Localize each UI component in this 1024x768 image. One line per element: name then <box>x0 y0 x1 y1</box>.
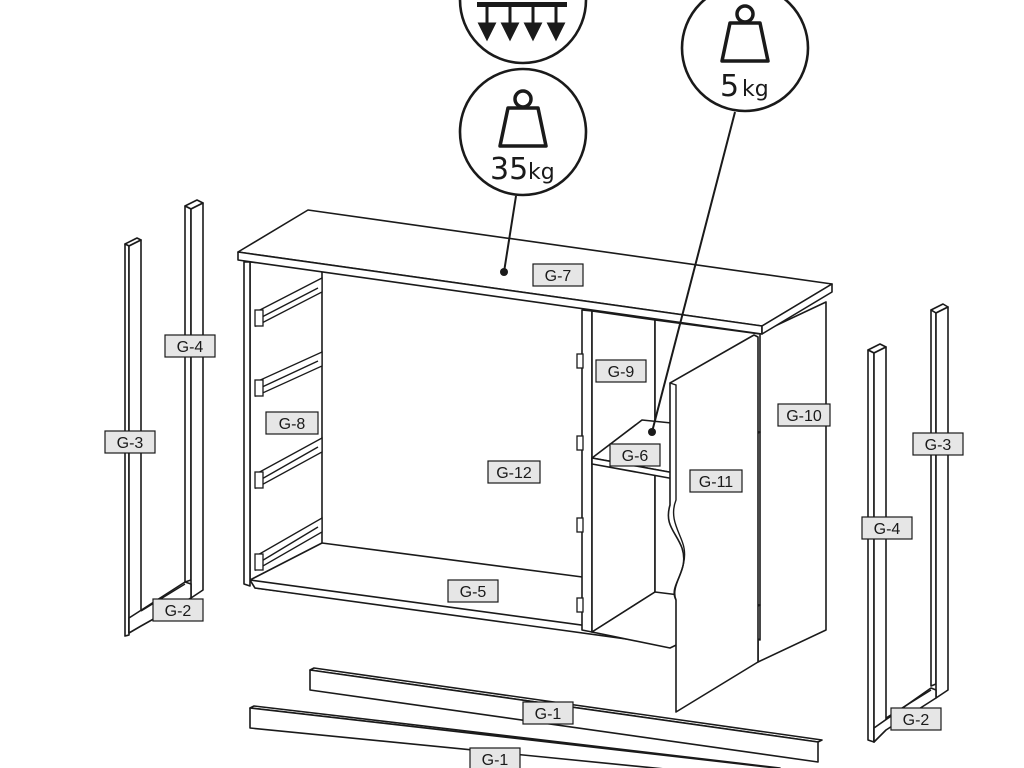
svg-text:G-3: G-3 <box>925 437 952 454</box>
right-leg-g4-front <box>867 349 875 743</box>
left-front-edge <box>243 261 251 587</box>
part-label-g1-upper: G-1 <box>522 701 574 725</box>
svg-text:G-5: G-5 <box>460 584 487 601</box>
leader-line-shelf <box>651 111 736 433</box>
door-g11 <box>667 334 759 713</box>
right-leg-g3-side <box>935 306 949 699</box>
svg-text:G-1: G-1 <box>482 752 509 768</box>
part-labels: G-7 G-4 G-3 G-8 G-9 G-10 G-6 G-12 <box>104 263 964 768</box>
part-label-g11: G-11 <box>689 469 743 493</box>
distributed-load-icon <box>477 2 567 42</box>
svg-text:G-4: G-4 <box>874 521 901 538</box>
leader-dot-shelf <box>648 428 656 436</box>
shelf-load-value: 5 <box>720 69 739 104</box>
svg-text:G-6: G-6 <box>622 448 649 465</box>
part-label-g1-lower: G-1 <box>469 747 521 768</box>
part-label-g2-left: G-2 <box>152 598 204 622</box>
svg-text:G-8: G-8 <box>279 416 306 433</box>
distributed-load-badge <box>458 0 588 65</box>
plinth-rail-g1-lower-face <box>249 707 777 768</box>
leader-line-top <box>503 195 517 273</box>
left-leg-g4-side <box>190 202 204 599</box>
right-leg-g4-side <box>873 346 887 743</box>
svg-text:G-10: G-10 <box>786 408 822 425</box>
left-frame-assembly <box>124 199 204 637</box>
top-load-value: 35 <box>490 152 528 187</box>
part-label-g3-left: G-3 <box>104 430 156 454</box>
right-side-panel-g10 <box>757 301 827 663</box>
part-label-g3-right: G-3 <box>912 432 964 456</box>
svg-text:G-4: G-4 <box>177 339 204 356</box>
weight-icon <box>720 4 770 63</box>
svg-text:G-2: G-2 <box>903 712 930 729</box>
part-label-g2-right: G-2 <box>890 707 942 731</box>
left-leg-g4-front <box>184 205 192 583</box>
hinge-marks <box>576 353 584 613</box>
part-label-g6: G-6 <box>609 443 661 467</box>
svg-text:G-3: G-3 <box>117 435 144 452</box>
top-panel-g7-side <box>761 283 833 335</box>
top-load-unit: kg <box>528 160 555 185</box>
weight-icon <box>498 89 548 148</box>
svg-text:G-2: G-2 <box>165 603 192 620</box>
right-frame-assembly <box>867 303 949 743</box>
svg-text:G-9: G-9 <box>608 364 635 381</box>
svg-text:G-1: G-1 <box>535 706 562 723</box>
part-label-g8: G-8 <box>265 411 319 435</box>
part-label-g10: G-10 <box>777 403 831 427</box>
drawer-runners <box>254 276 323 572</box>
svg-text:G-12: G-12 <box>496 465 532 482</box>
leader-dot-top <box>500 268 508 276</box>
shelf-load-badge: 5 kg <box>680 0 810 113</box>
shelf-load-unit: kg <box>742 77 769 102</box>
part-label-g9: G-9 <box>595 359 647 383</box>
svg-text:G-7: G-7 <box>545 268 572 285</box>
part-label-g5: G-5 <box>447 579 499 603</box>
part-label-g4-left: G-4 <box>164 334 216 358</box>
svg-text:G-11: G-11 <box>699 474 733 491</box>
top-load-badge: 35 kg <box>458 67 588 197</box>
part-label-g7: G-7 <box>532 263 584 287</box>
part-label-g12: G-12 <box>487 460 541 484</box>
part-label-g4-right: G-4 <box>861 516 913 540</box>
